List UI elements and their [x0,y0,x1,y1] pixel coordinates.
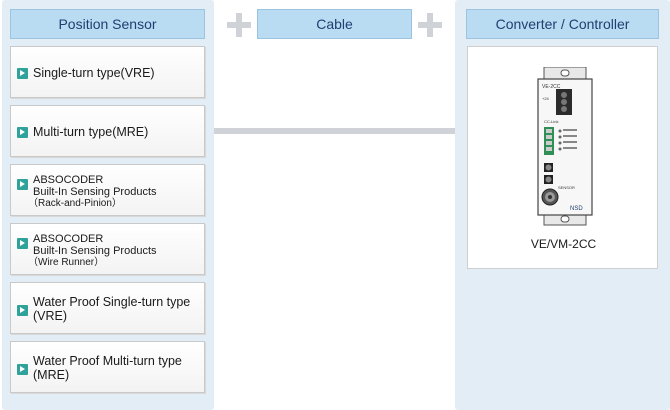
svg-text:NSD: NSD [570,206,583,212]
converter-device-image: VE-2CC +24 CC-Link SENSOR NSD [537,67,593,226]
sensor-item-note: （Wire Runner） [28,257,105,268]
sensor-item-sublabel: Built-In Sensing Products [33,245,157,257]
plus-icon [418,13,442,37]
svg-text:+24: +24 [542,96,550,101]
arrow-right-icon [17,364,28,375]
sensor-item-water-proof-single-turn[interactable]: Water Proof Single-turn type (VRE) [10,282,205,334]
sensor-item-single-turn[interactable]: Single-turn type(VRE) [10,46,205,98]
arrow-right-icon [17,179,28,190]
arrow-right-icon [17,127,28,138]
arrow-right-icon [17,68,28,79]
product-name[interactable]: VE/VM-2CC [530,237,597,251]
arrow-right-icon [17,238,28,249]
sensor-item-wire-runner[interactable]: ABSOCODER Built-In Sensing Products （Wir… [10,223,205,275]
sensor-item-water-proof-multi-turn[interactable]: Water Proof Multi-turn type (MRE) [10,341,205,393]
cable-connector-line [214,128,455,134]
position-sensor-header[interactable]: Position Sensor [10,9,205,39]
converter-header[interactable]: Converter / Controller [466,9,659,39]
sensor-item-label: Water Proof Single-turn type [33,295,191,309]
sensor-item-note: （Rack-and-Pinion） [28,198,122,209]
sensor-item-label: Single-turn type(VRE) [33,66,155,80]
sensor-item-rack-and-pinion[interactable]: ABSOCODER Built-In Sensing Products （Rac… [10,164,205,216]
sensor-item-sublabel: (MRE) [33,368,70,382]
sensor-item-label: ABSOCODER [33,174,104,186]
sensor-item-multi-turn[interactable]: Multi-turn type(MRE) [10,105,205,157]
svg-text:CC-Link: CC-Link [544,119,558,124]
device-model-text: VE-2CC [542,84,561,90]
svg-text:SENSOR: SENSOR [558,185,575,190]
plus-icon [227,13,251,37]
sensor-item-label: Water Proof Multi-turn type [33,354,182,368]
product-card-ve-vm-2cc[interactable]: VE-2CC +24 CC-Link SENSOR NSD VE/V [467,46,658,269]
cable-header[interactable]: Cable [257,9,412,39]
sensor-item-sublabel: (VRE) [33,309,68,323]
sensor-item-sublabel: Built-In Sensing Products [33,186,157,198]
arrow-right-icon [17,305,28,316]
sensor-item-label: ABSOCODER [33,233,104,245]
sensor-item-label: Multi-turn type(MRE) [33,125,149,139]
